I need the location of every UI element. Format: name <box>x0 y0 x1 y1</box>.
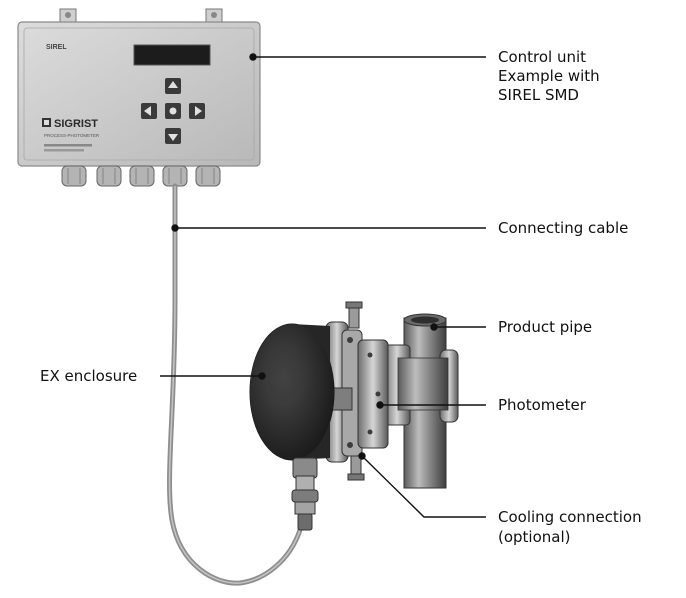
leader-lines <box>160 53 486 518</box>
lcd-display <box>133 44 211 66</box>
keypad <box>141 78 205 144</box>
label-control-unit-line1: Control unit <box>498 48 587 66</box>
label-control-unit-line2: Example with <box>498 67 600 85</box>
label-cooling-connection-line1: Cooling connection <box>498 508 642 526</box>
label-cooling-connection-line2: (optional) <box>498 528 571 546</box>
photometer-assembly <box>249 301 459 531</box>
label-control-unit-line3: SIREL SMD <box>498 86 579 104</box>
cable-glands <box>61 165 221 187</box>
control-unit: SIREL SIGRIST PROCESS-PHOTOMETER <box>17 8 261 187</box>
label-photometer: Photometer <box>498 396 586 414</box>
photometer-body <box>357 339 389 449</box>
label-product-pipe: Product pipe <box>498 318 593 336</box>
leader-cooling-connection <box>361 455 486 518</box>
enclosure-cable-gland <box>292 457 318 479</box>
svg-text:SIGRIST: SIGRIST <box>54 118 98 130</box>
svg-text:PROCESS-PHOTOMETER: PROCESS-PHOTOMETER <box>44 133 100 138</box>
sigrist-logo: SIGRIST PROCESS-PHOTOMETER <box>42 118 100 152</box>
label-connecting-cable: Connecting cable <box>498 219 629 237</box>
device-brand-small: SIREL <box>46 44 67 51</box>
label-ex-enclosure: EX enclosure <box>40 367 138 385</box>
cooling-connection-top <box>348 305 360 329</box>
